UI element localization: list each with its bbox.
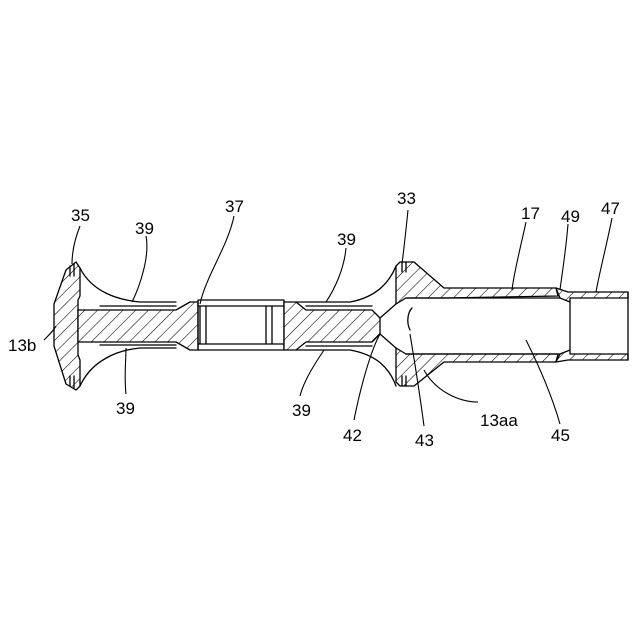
- right-sleeve: [380, 262, 560, 386]
- center-coupling: [198, 300, 284, 350]
- left-end-flange: [54, 262, 80, 390]
- leader-42: [354, 334, 380, 420]
- label-33: 33: [397, 189, 416, 208]
- label-39-lower-left: 39: [116, 399, 135, 418]
- inner-step-43: [408, 308, 412, 330]
- coupling-ring-left: [200, 306, 206, 344]
- label-49: 49: [561, 207, 580, 226]
- label-13b: 13b: [8, 336, 36, 355]
- leader-35: [72, 226, 80, 264]
- label-43: 43: [415, 431, 434, 450]
- label-45: 45: [551, 426, 570, 445]
- label-39-lower-right: 39: [292, 401, 311, 420]
- left-spool-section: [54, 262, 198, 390]
- leader-13aa: [424, 370, 478, 402]
- label-42: 42: [343, 426, 362, 445]
- leader-45: [526, 340, 560, 424]
- leader-39-upper-left: [132, 236, 147, 302]
- end-cap: [556, 288, 628, 362]
- right-lower-fillet: [296, 350, 396, 386]
- leader-39-lower-right: [300, 350, 324, 396]
- label-17: 17: [521, 204, 540, 223]
- spool-end-face: [380, 304, 396, 348]
- label-35: 35: [71, 206, 90, 225]
- label-39-upper-left: 39: [135, 219, 154, 238]
- leader-33: [402, 210, 408, 264]
- label-13aa: 13aa: [480, 411, 518, 430]
- leader-49: [560, 224, 568, 290]
- leader-17: [512, 222, 526, 290]
- left-upper-fillet: [80, 268, 176, 302]
- coupling-ring-right: [266, 306, 272, 344]
- right-spool-section: [284, 266, 396, 386]
- left-lower-fillet: [80, 348, 176, 386]
- left-spool-web: [78, 302, 198, 350]
- label-37: 37: [225, 197, 244, 216]
- leader-39-lower-left: [125, 348, 126, 394]
- right-upper-fillet: [296, 266, 396, 302]
- leader-37: [200, 216, 234, 304]
- end-cap-upper: [556, 288, 628, 302]
- coupling-body: [198, 300, 284, 350]
- right-spool-web: [284, 302, 380, 350]
- leader-47: [596, 218, 612, 292]
- label-39-upper-right: 39: [337, 230, 356, 249]
- leader-39-upper-right: [326, 248, 346, 302]
- end-cap-lower: [556, 350, 628, 362]
- label-47: 47: [601, 199, 620, 218]
